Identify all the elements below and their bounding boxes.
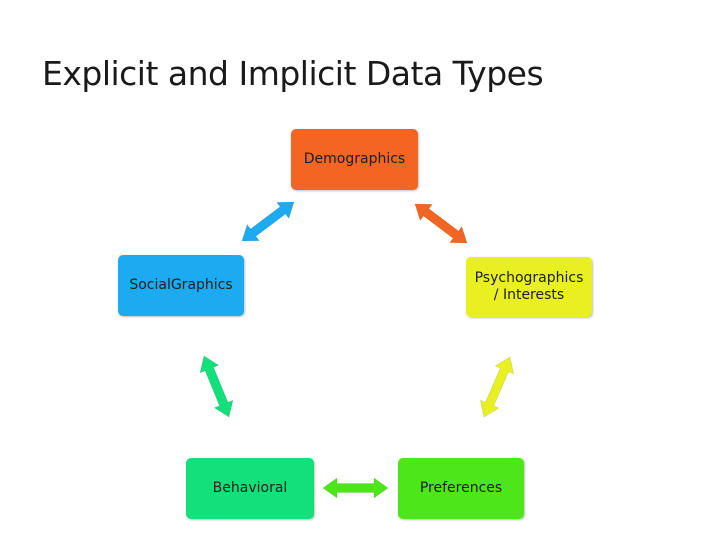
- node-psychographics-label-line1: Psychographics: [474, 270, 584, 286]
- page-title: Explicit and Implicit Data Types: [42, 54, 544, 93]
- node-demographics-label: Demographics: [303, 151, 406, 167]
- node-psychographics-label-line2: / Interests: [493, 287, 565, 303]
- node-preferences[interactable]: Preferences: [398, 458, 524, 519]
- node-behavioral[interactable]: Behavioral: [186, 458, 314, 519]
- node-preferences-label: Preferences: [419, 480, 503, 496]
- node-socialgraphics-label: SocialGraphics: [129, 277, 233, 293]
- node-behavioral-label: Behavioral: [212, 480, 288, 496]
- arrow-behavioral-preferences-icon: [322, 477, 389, 499]
- arrow-demographics-socialgraphics-icon: [241, 201, 295, 242]
- node-demographics[interactable]: Demographics: [291, 129, 418, 190]
- arrow-demographics-psychographics-icon: [414, 203, 468, 244]
- arrow-psychographics-preferences-icon: [479, 356, 515, 418]
- node-socialgraphics[interactable]: SocialGraphics: [118, 255, 244, 316]
- arrow-socialgraphics-behavioral-icon: [199, 355, 234, 418]
- node-psychographics[interactable]: Psychographics / Interests: [466, 257, 592, 317]
